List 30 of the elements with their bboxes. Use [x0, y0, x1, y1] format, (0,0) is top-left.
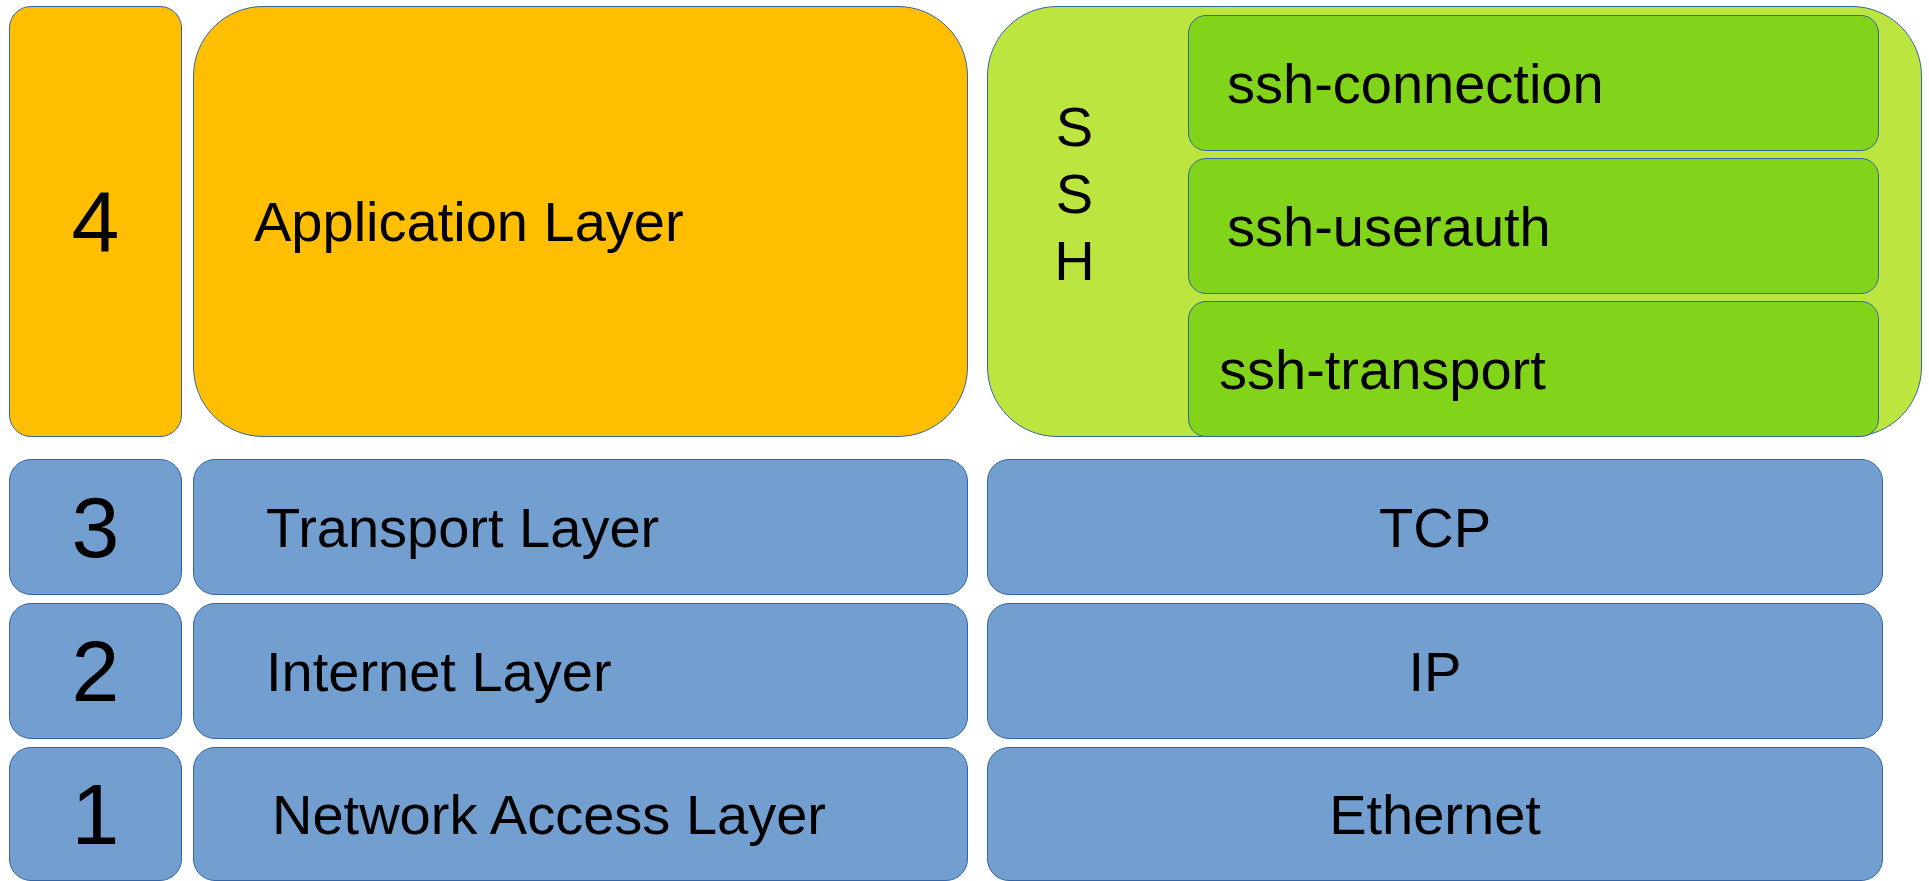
layer-number: 4 — [71, 172, 120, 271]
layer-number-box — [9, 6, 182, 437]
layer-box — [193, 6, 968, 437]
protocol-box — [1188, 15, 1879, 151]
layer-label: Application Layer — [254, 189, 684, 254]
layer-label: Transport Layer — [266, 494, 660, 560]
layer-number-box — [9, 459, 182, 595]
layer-number-box — [9, 603, 182, 739]
layer-number-box — [9, 747, 182, 881]
protocol-box — [1188, 301, 1879, 437]
layer-box — [193, 747, 968, 881]
layer-box — [193, 459, 968, 595]
layer-label: Internet Layer — [266, 638, 612, 704]
layer-number: 1 — [71, 764, 120, 864]
protocol-box — [987, 459, 1883, 595]
layer-box — [193, 603, 968, 739]
layer-label: IP — [1408, 638, 1462, 704]
layer-label: TCP — [1379, 494, 1491, 560]
layer-label: Network Access Layer — [272, 781, 826, 847]
protocol-box — [987, 603, 1883, 739]
protocol-box — [1188, 158, 1879, 294]
group-label: SSH — [1046, 95, 1102, 296]
protocol-group-box — [987, 6, 1922, 437]
protocol-box — [987, 747, 1883, 881]
layer-number: 3 — [71, 477, 120, 577]
layer-label: Ethernet — [1329, 781, 1541, 847]
layer-label: ssh-connection — [1227, 50, 1604, 116]
layer-number: 2 — [71, 621, 120, 721]
layer-label: ssh-transport — [1219, 336, 1546, 402]
layer-label: ssh-userauth — [1227, 193, 1551, 259]
